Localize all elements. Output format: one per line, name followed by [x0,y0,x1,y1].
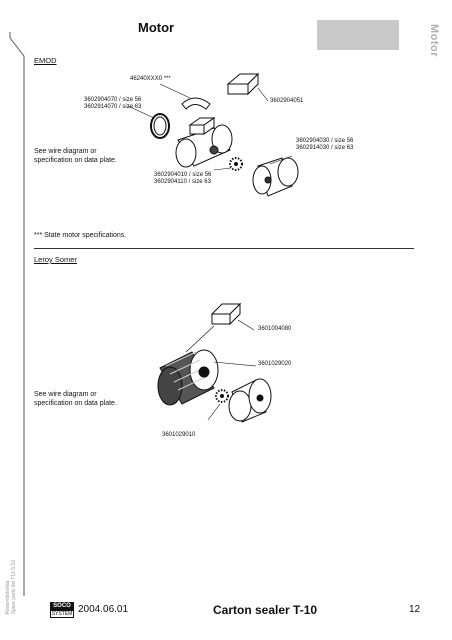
footer-product-name: Carton sealer T-10 [213,603,318,617]
side-tab-label: Motor [428,24,440,58]
part-number-3601029010: 3601029010 [162,432,196,438]
wire-note-line-2: specification on data plate. [34,400,117,407]
wire-note-line-1: See wire diagram or [34,148,97,155]
motor-body-part [157,349,219,406]
header-grey-box [317,20,399,50]
footnote: *** State motor specifications. [34,232,127,239]
wire-note-line-2: specification on data plate. [34,157,117,164]
terminal-cover-part [226,72,260,96]
gasket-part [181,97,211,110]
part-number-3602904051: 3602904051 [270,98,304,104]
motor-body-part [175,117,233,168]
part-number-46240: 46240XXX0 *** [130,76,171,82]
part-number-3602904110: 3602904110 / size 63 [154,179,211,185]
part-number-3602904030: 3602904030 / size 56 [296,138,354,144]
section-divider [34,248,414,249]
soco-system-logo: SOCO SYSTEM [50,602,74,618]
wire-note-line-1: See wire diagram or [34,391,97,398]
page-title: Motor [138,20,175,35]
footer-date: 2004.06.01 [78,604,129,615]
section-label-emod: EMOD [34,56,57,65]
footer-vertical-2: Spare parts list [11,581,17,615]
footer-vertical-3: T11-5.10 [11,560,17,580]
part-number-3602904010: 3602904010 / size 56 [154,172,212,178]
part-number-3602914030: 3602914030 / size 63 [296,145,354,151]
logo-top: SOCO [50,602,74,610]
section-label-leroy-somer: Leroy Somer [34,255,77,264]
part-number-3601004080: 3601004080 [258,326,292,332]
page-number: 12 [409,604,421,615]
part-number-3602914070: 3602914070 / size 63 [84,104,142,110]
fan-cover-part [252,157,299,197]
footer-vertical-text: Reservdelslista Spare parts list T11-5.1… [5,560,17,614]
fan-cover-part [228,378,272,423]
terminal-cover-part [210,302,242,326]
logo-bottom: SYSTEM [50,610,74,618]
part-number-3601029020: 3601029020 [258,361,292,367]
part-number-3602904070: 3602904070 / size 56 [84,97,142,103]
ring-part [150,113,170,139]
